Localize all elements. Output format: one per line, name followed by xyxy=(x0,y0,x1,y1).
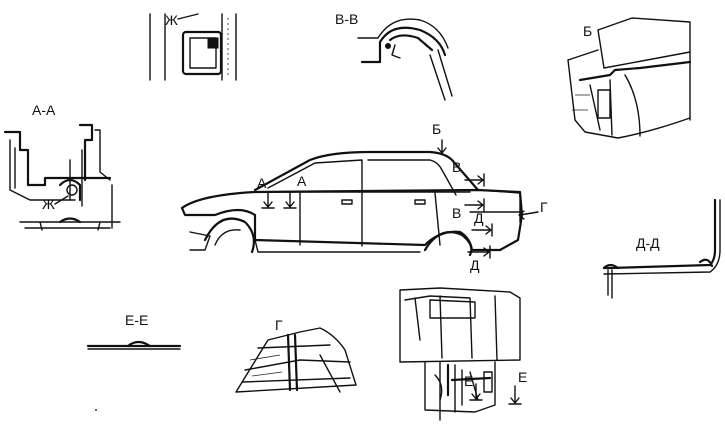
section-aa: А-А Ж xyxy=(3,102,121,231)
label-ee: Е-Е xyxy=(125,312,148,328)
label-car-g: Г xyxy=(540,199,548,215)
label-car-d2: Д xyxy=(470,257,480,273)
label-car-a1: А xyxy=(257,175,267,191)
label-car-a2: А xyxy=(297,173,307,189)
label-b-top: Б xyxy=(583,23,592,39)
label-zh-top: Ж xyxy=(165,12,178,28)
label-g-bottom: Г xyxy=(275,317,283,333)
detail-zh: Ж xyxy=(149,12,237,81)
label-car-b: Б xyxy=(432,121,441,137)
detail-e: Е Е xyxy=(399,287,527,421)
detail-g: Г xyxy=(235,317,357,393)
label-vv: В-В xyxy=(335,11,358,27)
label-car-v2: В xyxy=(452,205,461,221)
car-body: А А Б В В Д Д Г xyxy=(180,121,548,273)
label-e1: Е xyxy=(464,373,473,389)
section-ee: Е-Е xyxy=(86,312,182,350)
speck xyxy=(95,409,97,411)
label-car-v1: В xyxy=(452,159,461,175)
label-car-d1: Д xyxy=(474,210,484,226)
label-dd: Д-Д xyxy=(636,235,660,251)
detail-b: Б xyxy=(567,17,692,139)
label-aa: А-А xyxy=(32,102,56,118)
label-zh-left: Ж xyxy=(42,196,55,212)
section-dd: Д-Д xyxy=(602,198,721,299)
label-e2: Е xyxy=(518,369,527,385)
section-vv: В-В xyxy=(335,11,453,101)
